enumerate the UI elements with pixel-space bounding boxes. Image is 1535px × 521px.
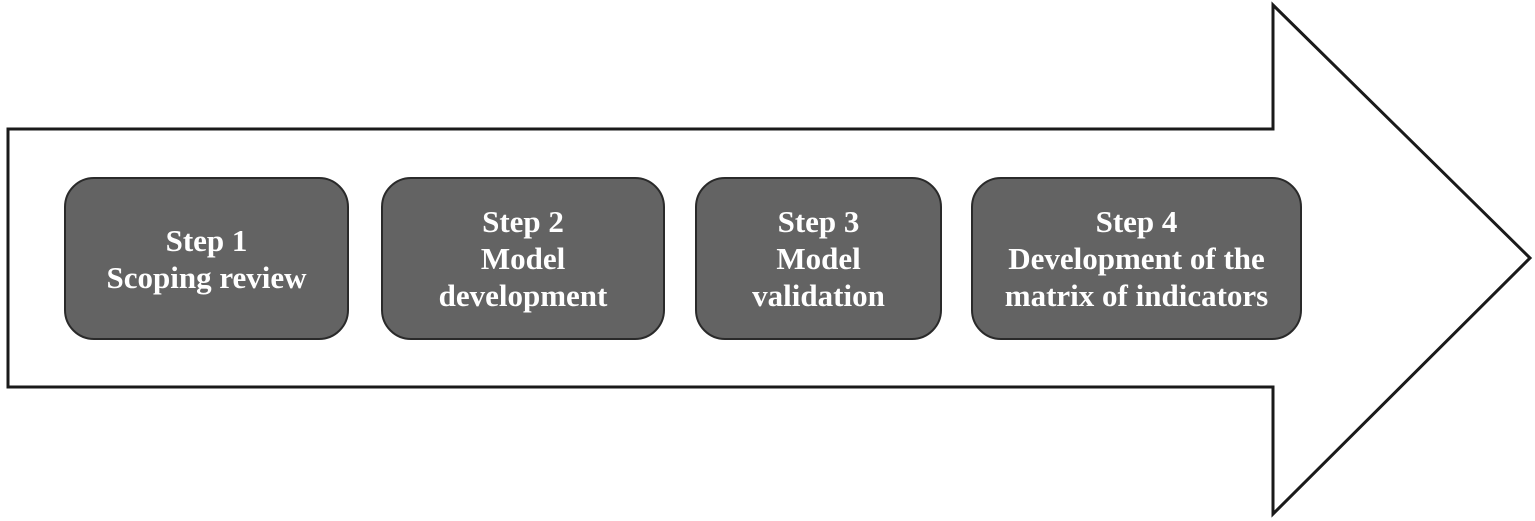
step-3-box: Step 3 Model validation (695, 177, 942, 340)
step-2-label: Model development (438, 241, 608, 313)
step-3-title: Step 3 (777, 204, 860, 239)
step-1-box: Step 1 Scoping review (64, 177, 349, 340)
step-2-box: Step 2 Model development (381, 177, 665, 340)
step-1-label: Scoping review (106, 259, 307, 295)
step-1-title: Step 1 (165, 222, 248, 258)
step-4-box: Step 4 Development of the matrix of indi… (971, 177, 1302, 340)
step-4-title: Step 4 (1095, 204, 1178, 239)
step-4-label: Development of the matrix of indicators (1004, 241, 1269, 313)
step-2-title: Step 2 (482, 204, 564, 239)
step-3-label: Model validation (752, 241, 885, 313)
